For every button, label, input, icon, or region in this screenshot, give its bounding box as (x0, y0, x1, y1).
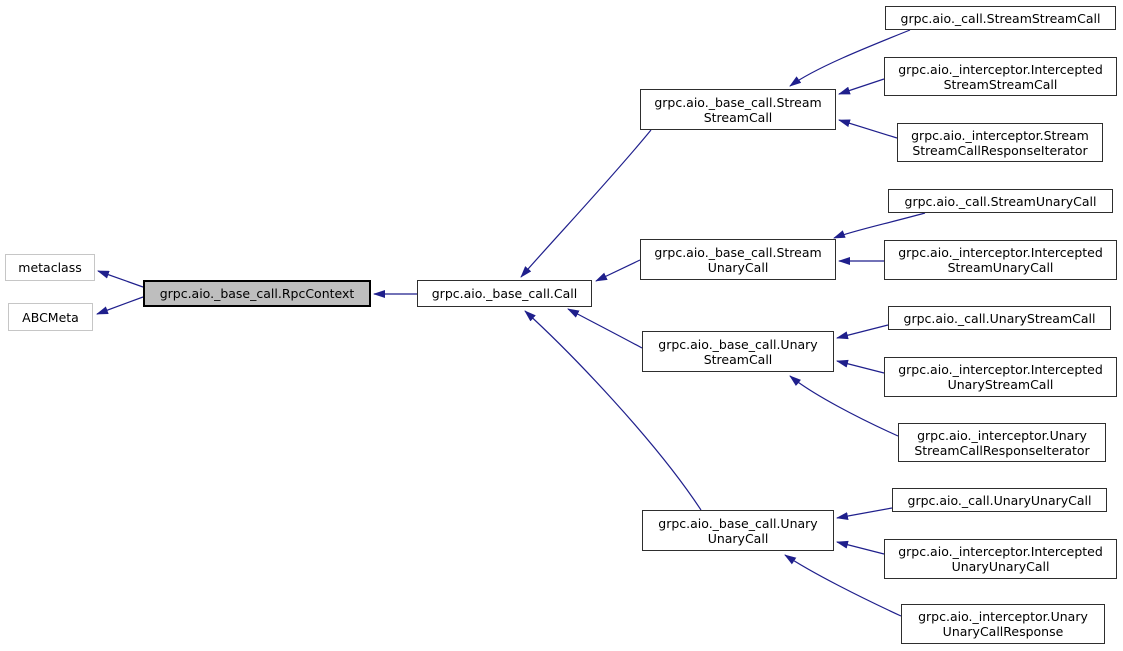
node-label-line: grpc.aio._interceptor.Unary (918, 609, 1088, 624)
node-label-line: grpc.aio._interceptor.Intercepted (898, 61, 1103, 77)
node-label-line: grpc.aio._call.UnaryUnaryCall (907, 492, 1092, 508)
node-label-line: UnaryCall (707, 530, 769, 546)
node-label-line: grpc.aio._call.StreamStreamCall (900, 10, 1101, 26)
node-base-unary-unary-call[interactable]: grpc.aio._base_call.Unary UnaryCall (642, 510, 834, 551)
node-label-line: StreamCallResponseIterator (912, 142, 1088, 158)
node-unary-stream-call-response-iterator[interactable]: grpc.aio._interceptor.Unary StreamCallRe… (898, 423, 1106, 462)
node-label-line: grpc.aio._base_call.Stream (654, 244, 822, 260)
node-label-line: grpc.aio._interceptor.Stream (911, 127, 1089, 143)
node-label-line: UnaryUnaryCall (951, 559, 1050, 574)
node-label-line: grpc.aio._interceptor.Intercepted (898, 544, 1103, 559)
node-label-line: grpc.aio._interceptor.Intercepted (898, 362, 1103, 377)
node-base-unary-stream-call[interactable]: grpc.aio._base_call.Unary StreamCall (642, 331, 834, 372)
node-call-stream-unary-call[interactable]: grpc.aio._call.StreamUnaryCall (888, 189, 1113, 213)
node-label-line: grpc.aio._base_call.RpcContext (159, 286, 355, 301)
node-intercepted-unary-stream-call[interactable]: grpc.aio._interceptor.Intercepted UnaryS… (884, 357, 1117, 397)
node-label-line: grpc.aio._base_call.Unary (658, 336, 818, 352)
node-call-unary-stream-call[interactable]: grpc.aio._call.UnaryStreamCall (888, 306, 1111, 330)
node-label-line: grpc.aio._interceptor.Unary (917, 427, 1087, 443)
node-label-line: StreamStreamCall (943, 76, 1058, 92)
node-intercepted-stream-unary-call[interactable]: grpc.aio._interceptor.Intercepted Stream… (884, 240, 1117, 280)
node-call-stream-stream-call[interactable]: grpc.aio._call.StreamStreamCall (885, 6, 1116, 30)
node-call[interactable]: grpc.aio._base_call.Call (417, 280, 592, 307)
node-unary-unary-call-response[interactable]: grpc.aio._interceptor.Unary UnaryCallRes… (901, 604, 1105, 644)
node-label-line: ABCMeta (22, 309, 79, 325)
node-label-line: StreamUnaryCall (947, 260, 1054, 275)
node-label-line: StreamCall (703, 351, 773, 367)
node-label-line: grpc.aio._call.StreamUnaryCall (904, 193, 1097, 209)
node-label-line: metaclass (18, 260, 82, 275)
edge-call-unary-unary-call-to-base-unary-unary-call (836, 507, 893, 520)
edge-base-unary-stream-call-to-call (567, 308, 643, 349)
node-label-line: grpc.aio._call.UnaryStreamCall (903, 310, 1096, 326)
node-label-line: StreamCallResponseIterator (914, 442, 1090, 458)
node-label-line: grpc.aio._base_call.Unary (658, 515, 818, 531)
node-abc-meta: ABCMeta (8, 303, 93, 331)
node-label-line: StreamCall (703, 109, 773, 125)
edge-rpc-context-to-abc-meta (96, 296, 144, 315)
edge-base-stream-unary-call-to-call (595, 259, 641, 282)
node-label-line: grpc.aio._base_call.Call (431, 286, 578, 301)
node-base-stream-unary-call[interactable]: grpc.aio._base_call.Stream UnaryCall (640, 239, 836, 280)
node-intercepted-unary-unary-call[interactable]: grpc.aio._interceptor.Intercepted UnaryU… (884, 539, 1117, 579)
node-label-line: UnaryCall (707, 259, 769, 275)
node-label-line: UnaryCallResponse (942, 624, 1064, 639)
node-base-stream-stream-call[interactable]: grpc.aio._base_call.Stream StreamCall (640, 89, 836, 130)
node-metaclass: metaclass (5, 254, 95, 281)
edge-call-unary-stream-call-to-base-unary-stream-call (836, 324, 889, 340)
node-rpc-context: grpc.aio._base_call.RpcContext (143, 280, 371, 307)
edge-intercepted-unary-stream-call-to-base-unary-stream-call (836, 359, 885, 374)
edge-intercepted-stream-stream-call-to-base-stream-stream-call (838, 78, 885, 95)
node-label-line: grpc.aio._interceptor.Intercepted (898, 245, 1103, 260)
node-call-unary-unary-call[interactable]: grpc.aio._call.UnaryUnaryCall (892, 488, 1107, 512)
edge-rpc-context-to-metaclass (97, 270, 144, 288)
edge-stream-stream-call-response-iterator-to-base-stream-stream-call (838, 119, 898, 139)
node-label-line: UnaryStreamCall (947, 377, 1054, 392)
edge-base-unary-unary-call-to-call (524, 310, 702, 511)
edge-unary-unary-call-response-to-base-unary-unary-call (784, 554, 902, 617)
edge-call-stream-stream-call-to-base-stream-stream-call (789, 29, 911, 87)
edge-intercepted-unary-unary-call-to-base-unary-unary-call (836, 540, 885, 555)
edge-unary-stream-call-response-iterator-to-base-unary-stream-call (789, 375, 899, 437)
node-stream-stream-call-response-iterator[interactable]: grpc.aio._interceptor.Stream StreamCallR… (897, 123, 1103, 162)
edge-base-stream-stream-call-to-call (520, 129, 652, 278)
edge-call-stream-unary-call-to-base-stream-unary-call (833, 212, 926, 239)
node-label-line: grpc.aio._base_call.Stream (654, 94, 822, 110)
node-intercepted-stream-stream-call[interactable]: grpc.aio._interceptor.Intercepted Stream… (884, 57, 1117, 96)
